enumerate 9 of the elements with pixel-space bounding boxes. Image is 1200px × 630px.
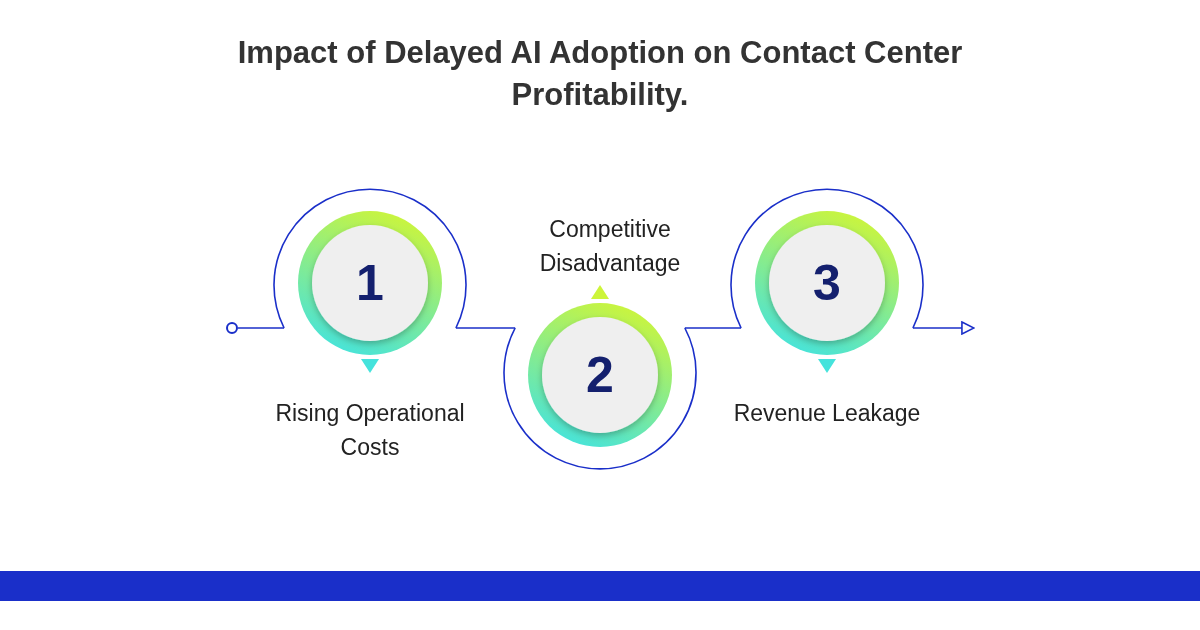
title: Impact of Delayed AI Adoption on Contact Center Profitability. bbox=[236, 34, 964, 114]
step-caption: Rising Operational Costs bbox=[274, 399, 466, 462]
start-dot bbox=[226, 322, 238, 334]
connector-line bbox=[237, 327, 285, 329]
arrow bbox=[912, 321, 975, 335]
step-caption: Revenue Leakage bbox=[732, 399, 922, 428]
connector-line bbox=[684, 327, 742, 329]
connector-line bbox=[455, 327, 516, 329]
step-caption: Competitive Disadvantage bbox=[538, 215, 682, 278]
